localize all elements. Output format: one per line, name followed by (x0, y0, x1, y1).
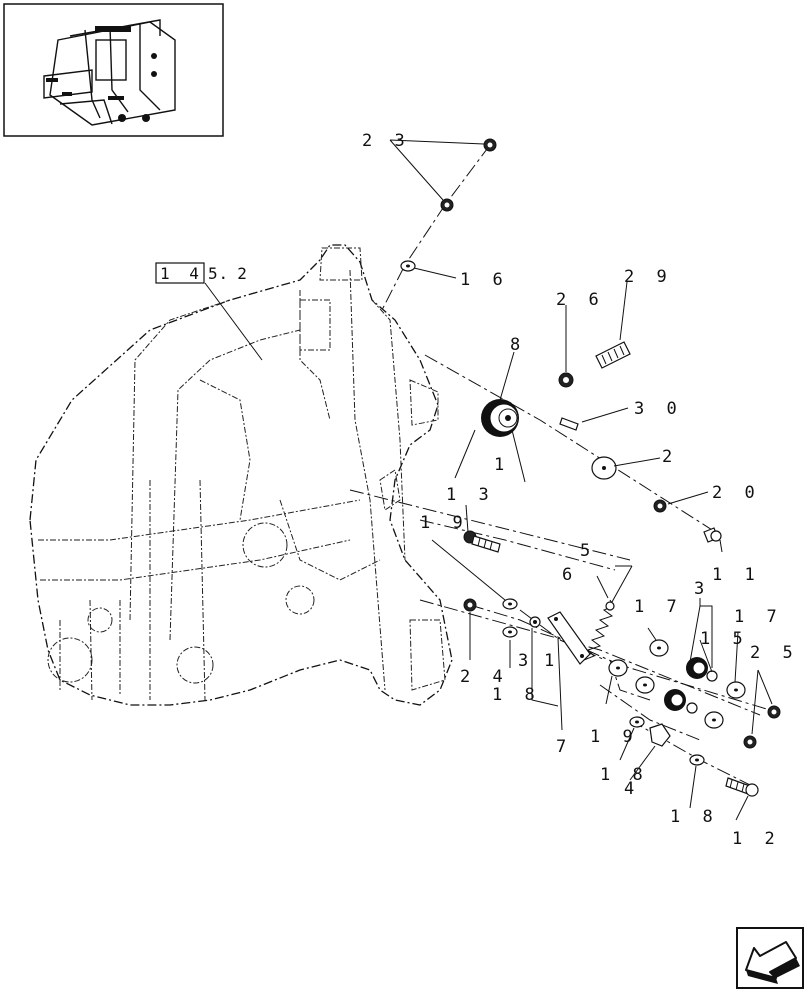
callout-8: 8 (510, 335, 526, 355)
washer-18-a (502, 626, 518, 638)
callout-4: 4 (624, 779, 640, 799)
callout-26: 2 6 (556, 290, 605, 310)
bolt-13 (463, 530, 501, 553)
callout-29: 2 9 (624, 267, 673, 287)
callout-18-a: 1 8 (492, 685, 541, 705)
nut-26 (558, 372, 574, 388)
bolt-29 (595, 341, 631, 369)
reference-suffix-text: 5 2 (208, 264, 252, 283)
washer-17-a (649, 639, 669, 657)
spring-6 (583, 599, 615, 661)
callout-7: 7 (556, 737, 572, 757)
callout-3-upper: 3 (694, 579, 710, 599)
washer-18-c (689, 754, 705, 766)
spacer-31 (529, 616, 541, 628)
reference-box: 1 4 . 5 2 (155, 262, 263, 361)
sprocket-8 (481, 399, 519, 437)
key-30 (559, 417, 579, 431)
nut-4 (649, 723, 671, 747)
washer-17-b (726, 681, 746, 699)
callout-23: 2 3 (362, 131, 411, 151)
washer-19-upper (502, 598, 518, 610)
callouts: 2 3 1 6 2 9 2 6 8 3 0 1 2 1 3 2 0 1 9 1 … (362, 131, 799, 849)
washer-16 (400, 260, 416, 272)
bolt-11 (703, 527, 722, 543)
callout-25: 2 5 (750, 643, 799, 663)
callout-20: 2 0 (712, 483, 761, 503)
callout-11: 1 1 (712, 565, 761, 585)
washer-17-c (635, 676, 655, 694)
callout-6: 6 (562, 565, 578, 585)
callout-24: 2 4 (460, 667, 509, 687)
nut-23-upper (483, 138, 497, 152)
nut-23-lower (440, 198, 454, 212)
sprocket-3-lower (664, 689, 686, 711)
callout-19-upper: 1 9 (420, 513, 469, 533)
callout-1: 1 (494, 455, 510, 475)
callout-5: 5 (580, 541, 596, 561)
callout-12: 1 2 (732, 829, 781, 849)
callout-2: 2 (662, 447, 678, 467)
nut-20 (653, 499, 667, 513)
nut-24 (463, 598, 477, 612)
callout-3-lower: 3 (518, 651, 534, 671)
machine-thumbnail-icon (3, 3, 224, 137)
callout-19-lower: 1 9 (590, 727, 639, 747)
callout-18-b: 1 8 (600, 765, 649, 785)
callout-16: 1 6 (460, 270, 509, 290)
bolt-12 (725, 777, 759, 797)
callout-30: 3 0 (634, 399, 683, 419)
callout-13: 1 3 (446, 485, 495, 505)
callout-17-a: 1 7 (634, 597, 683, 617)
baler-frame-outline (29, 244, 453, 706)
washer-2 (591, 456, 617, 480)
arm-7 (547, 611, 591, 665)
page-navigation-arrow-icon[interactable] (736, 927, 804, 989)
leader-lines (389, 139, 773, 821)
callout-31-suffix: 1 (544, 651, 560, 671)
nut-25-lower (743, 735, 757, 749)
callout-15: 1 5 (700, 629, 749, 649)
sprocket-3-upper (686, 657, 708, 679)
washer-18-b (629, 716, 645, 728)
washer-19-lower (608, 659, 628, 677)
nut-25-upper (767, 705, 781, 719)
washer-17-d (704, 711, 724, 729)
eyebolt-5 (605, 565, 633, 611)
bushing-15 (686, 670, 718, 714)
callout-17-b: 1 7 (734, 607, 783, 627)
reference-boxed-text: 1 4 . (160, 264, 233, 283)
callout-18-c: 1 8 (670, 807, 719, 827)
